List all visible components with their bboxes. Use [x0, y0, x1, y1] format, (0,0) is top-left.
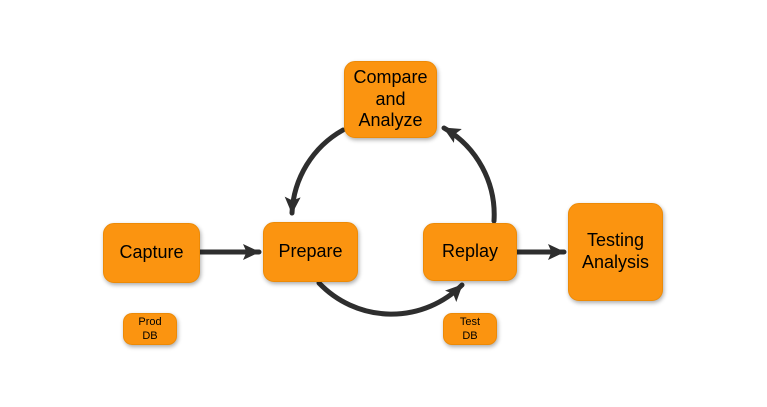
- edge-replay-to-compare: [441, 125, 497, 224]
- node-testing-analysis: Testing Analysis: [568, 203, 663, 301]
- node-replay: Replay: [423, 223, 517, 281]
- node-testing-label-line2: Analysis: [581, 252, 650, 272]
- node-compare-label-line2: and: [375, 88, 406, 109]
- node-test-db-label-line1: Test: [459, 315, 481, 328]
- node-prepare-label: Prepare: [278, 241, 343, 262]
- node-prepare: Prepare: [263, 222, 358, 282]
- node-compare-label-line1: Compare: [353, 66, 428, 87]
- node-prod-db: Prod DB: [123, 313, 177, 345]
- node-prod-db-label-line1: Prod: [138, 315, 162, 328]
- edge-compare-to-prepare: [284, 127, 346, 216]
- node-testing-label-line1: Testing: [586, 230, 645, 251]
- node-prod-db-label-line2: DB: [142, 330, 158, 342]
- node-capture-label: Capture: [119, 242, 184, 263]
- node-compare-label-line3: Analyze: [358, 110, 423, 131]
- node-test-db: Test DB: [443, 313, 497, 345]
- edge-prepare-to-replay: [316, 280, 465, 317]
- node-compare-and-analyze: Compare and Analyze: [344, 61, 437, 138]
- node-capture: Capture: [103, 223, 200, 283]
- node-replay-label: Replay: [441, 241, 499, 262]
- node-test-db-label-line2: DB: [462, 330, 478, 342]
